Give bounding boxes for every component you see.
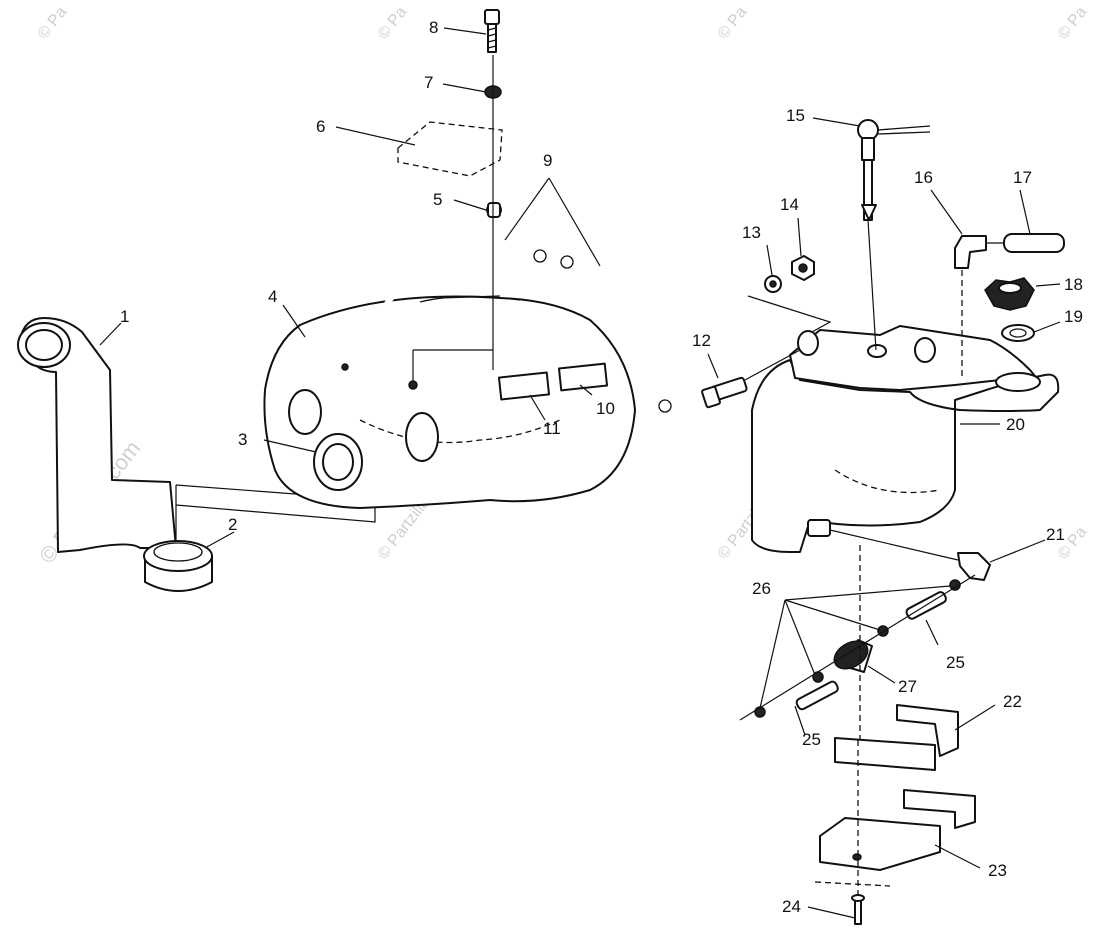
callout-9: 9 bbox=[543, 151, 552, 170]
callout-19: 19 bbox=[1064, 307, 1083, 326]
callout-1: 1 bbox=[120, 307, 129, 326]
callout-numbers: 1 2 3 4 5 6 7 8 9 10 11 12 13 14 15 16 1… bbox=[120, 18, 1083, 916]
part-fitting-hose bbox=[954, 233, 1065, 380]
watermark-top-2: © Pa bbox=[375, 4, 411, 43]
callout-6: 6 bbox=[316, 117, 325, 136]
callout-16: 16 bbox=[914, 168, 933, 187]
callout-18: 18 bbox=[1064, 275, 1083, 294]
part-washer-nut bbox=[747, 255, 832, 333]
part-bolt-12 bbox=[701, 349, 801, 409]
part-hose bbox=[380, 235, 672, 413]
callout-25-upper: 25 bbox=[946, 653, 965, 672]
callout-2: 2 bbox=[228, 515, 237, 534]
callout-20: 20 bbox=[1006, 415, 1025, 434]
part-fuel-line-assembly bbox=[739, 545, 976, 740]
part-rivet bbox=[851, 740, 865, 925]
callout-5: 5 bbox=[433, 190, 442, 209]
callout-12: 12 bbox=[692, 331, 711, 350]
callout-7: 7 bbox=[424, 73, 433, 92]
part-outlet-elbow bbox=[829, 529, 991, 581]
part-mount-plate bbox=[814, 789, 976, 887]
callout-17: 17 bbox=[1013, 168, 1032, 187]
callout-24: 24 bbox=[782, 897, 801, 916]
callout-21: 21 bbox=[1046, 525, 1065, 544]
callout-3: 3 bbox=[238, 430, 247, 449]
callout-13: 13 bbox=[742, 223, 761, 242]
callout-14: 14 bbox=[780, 195, 799, 214]
callout-22: 22 bbox=[1003, 692, 1022, 711]
callout-4: 4 bbox=[268, 287, 277, 306]
watermark-top-4: © Pa bbox=[1055, 4, 1091, 43]
callout-leaders bbox=[99, 27, 1061, 919]
part-intake-elbow bbox=[17, 317, 177, 553]
callout-26: 26 bbox=[752, 579, 771, 598]
part-intake-boot bbox=[313, 433, 363, 491]
callout-23: 23 bbox=[988, 861, 1007, 880]
part-filler-cap bbox=[984, 277, 1035, 342]
callout-27: 27 bbox=[898, 677, 917, 696]
callout-10: 10 bbox=[596, 399, 615, 418]
part-bolt-stack bbox=[397, 9, 503, 382]
callout-11: 11 bbox=[543, 419, 561, 438]
part-oil-tank bbox=[751, 325, 1060, 553]
callout-15: 15 bbox=[786, 106, 805, 125]
callout-8: 8 bbox=[429, 18, 438, 37]
part-grommet bbox=[143, 540, 213, 592]
watermark-top-3: © Pa bbox=[715, 4, 751, 43]
watermark-top-1: © Pa bbox=[35, 4, 71, 43]
callout-25-lower: 25 bbox=[802, 730, 821, 749]
part-level-sensor bbox=[857, 119, 931, 351]
part-bracket-22 bbox=[834, 704, 959, 771]
